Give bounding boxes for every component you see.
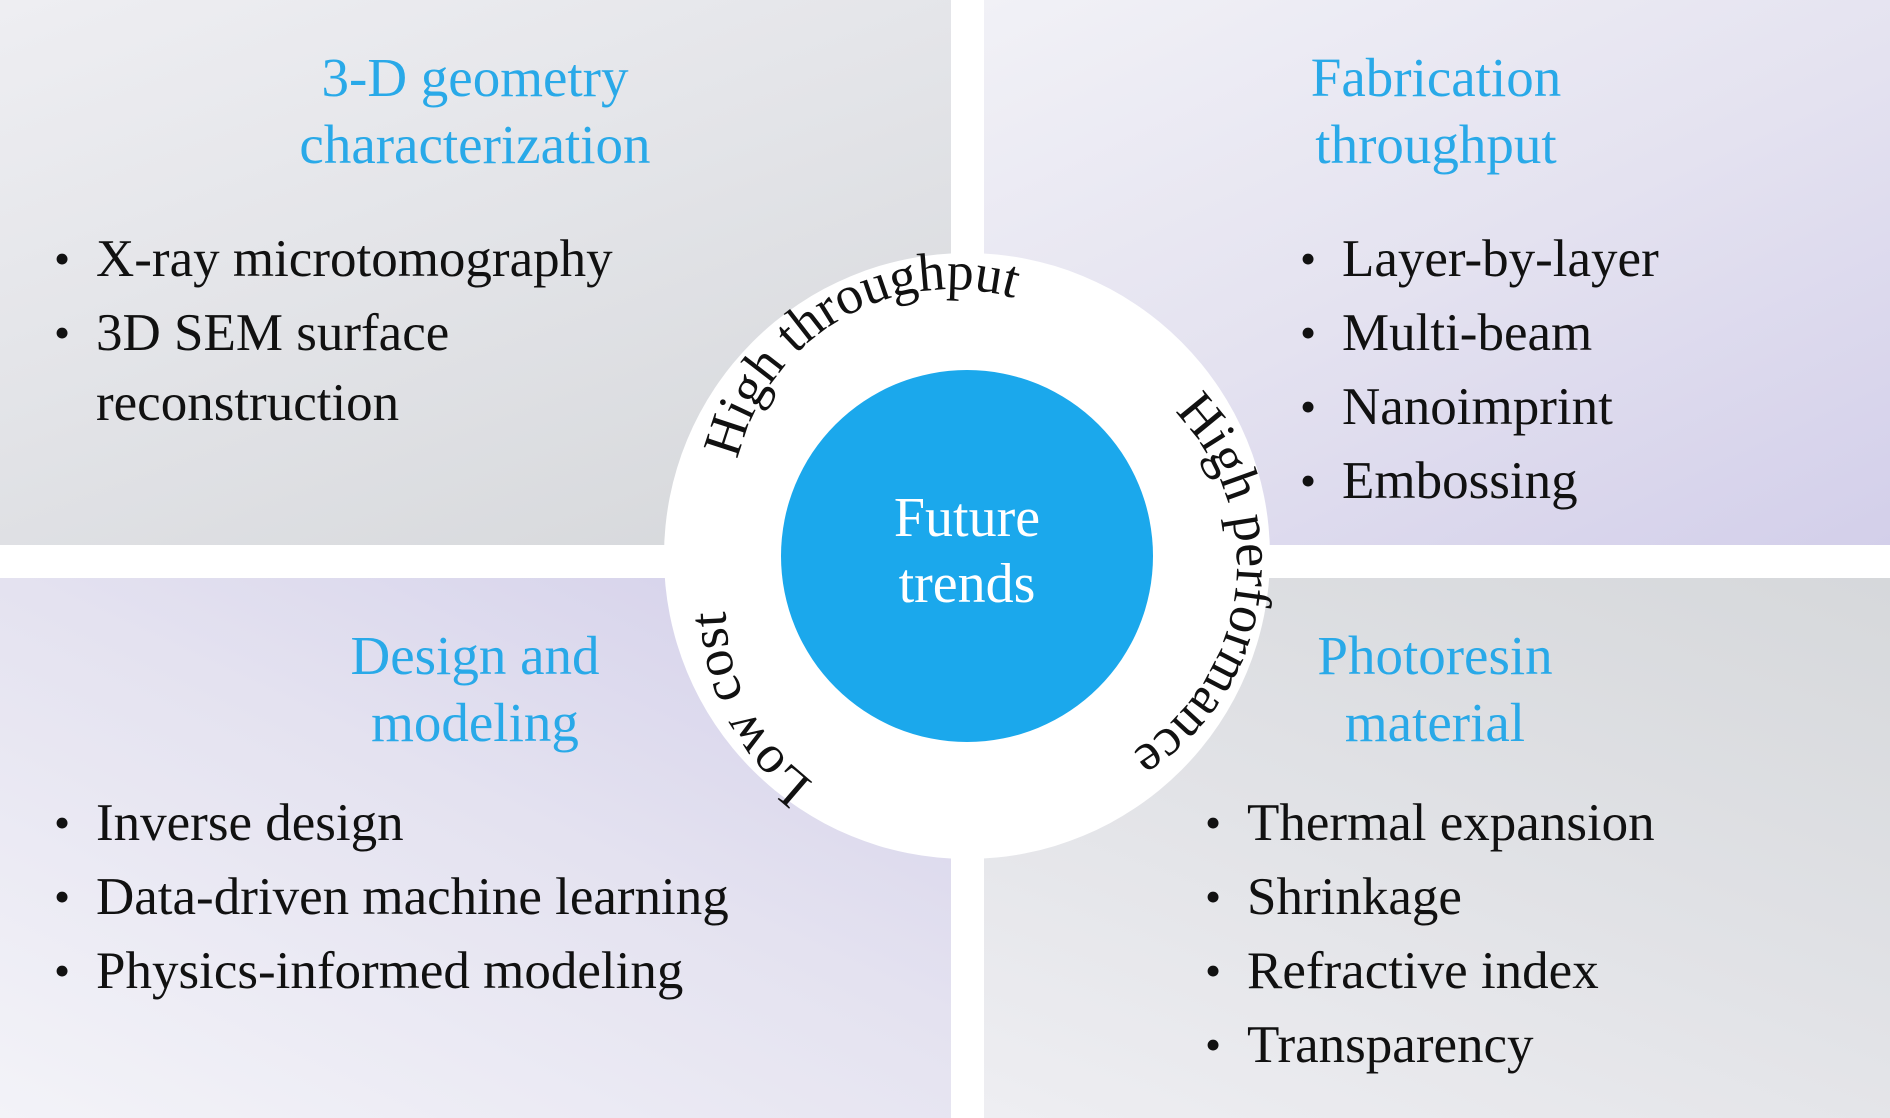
list-item: Thermal expansion [1205, 786, 1655, 860]
list-item: X-ray microtomography [54, 222, 613, 296]
list-item: 3D SEM surface [54, 296, 613, 370]
quadrant-title-fabrication: Fabrication throughput [1196, 44, 1676, 178]
list-item: Embossing [1300, 444, 1659, 518]
list-item: Shrinkage [1205, 860, 1655, 934]
title-line: Fabrication [1310, 47, 1562, 108]
list-item-continuation: reconstruction [96, 374, 400, 432]
list-photoresin: Thermal expansion Shrinkage Refractive i… [1205, 786, 1655, 1082]
quadrant-title-photoresin: Photoresin material [1270, 622, 1600, 756]
list-design: Inverse design Data-driven machine learn… [54, 786, 729, 1008]
list-item: Multi-beam [1300, 296, 1659, 370]
quadrant-title-geometry: 3-D geometry characterization [220, 44, 730, 178]
list-item: Nanoimprint [1300, 370, 1659, 444]
list-item: Data-driven machine learning [54, 860, 729, 934]
list-item: Transparency [1205, 1008, 1655, 1082]
title-line: 3-D geometry [321, 47, 629, 108]
title-line: Photoresin [1317, 625, 1553, 686]
center-label-line: Future [893, 487, 1041, 549]
center-label-line: trends [898, 553, 1036, 615]
title-line: throughput [1315, 114, 1557, 175]
quadrant-title-design: Design and modeling [300, 622, 650, 756]
title-line: Design and [350, 625, 600, 686]
list-fabrication: Layer-by-layer Multi-beam Nanoimprint Em… [1300, 222, 1659, 518]
list-item: Refractive index [1205, 934, 1655, 1008]
title-line: material [1344, 692, 1526, 753]
title-line: modeling [371, 692, 579, 753]
center-label: Future trends [782, 485, 1152, 617]
list-item: Physics-informed modeling [54, 934, 729, 1008]
title-line: characterization [299, 114, 651, 175]
list-item: Inverse design [54, 786, 729, 860]
future-trends-circle [781, 370, 1153, 742]
list-item: Layer-by-layer [1300, 222, 1659, 296]
list-geometry: X-ray microtomography 3D SEM surface [54, 222, 613, 370]
